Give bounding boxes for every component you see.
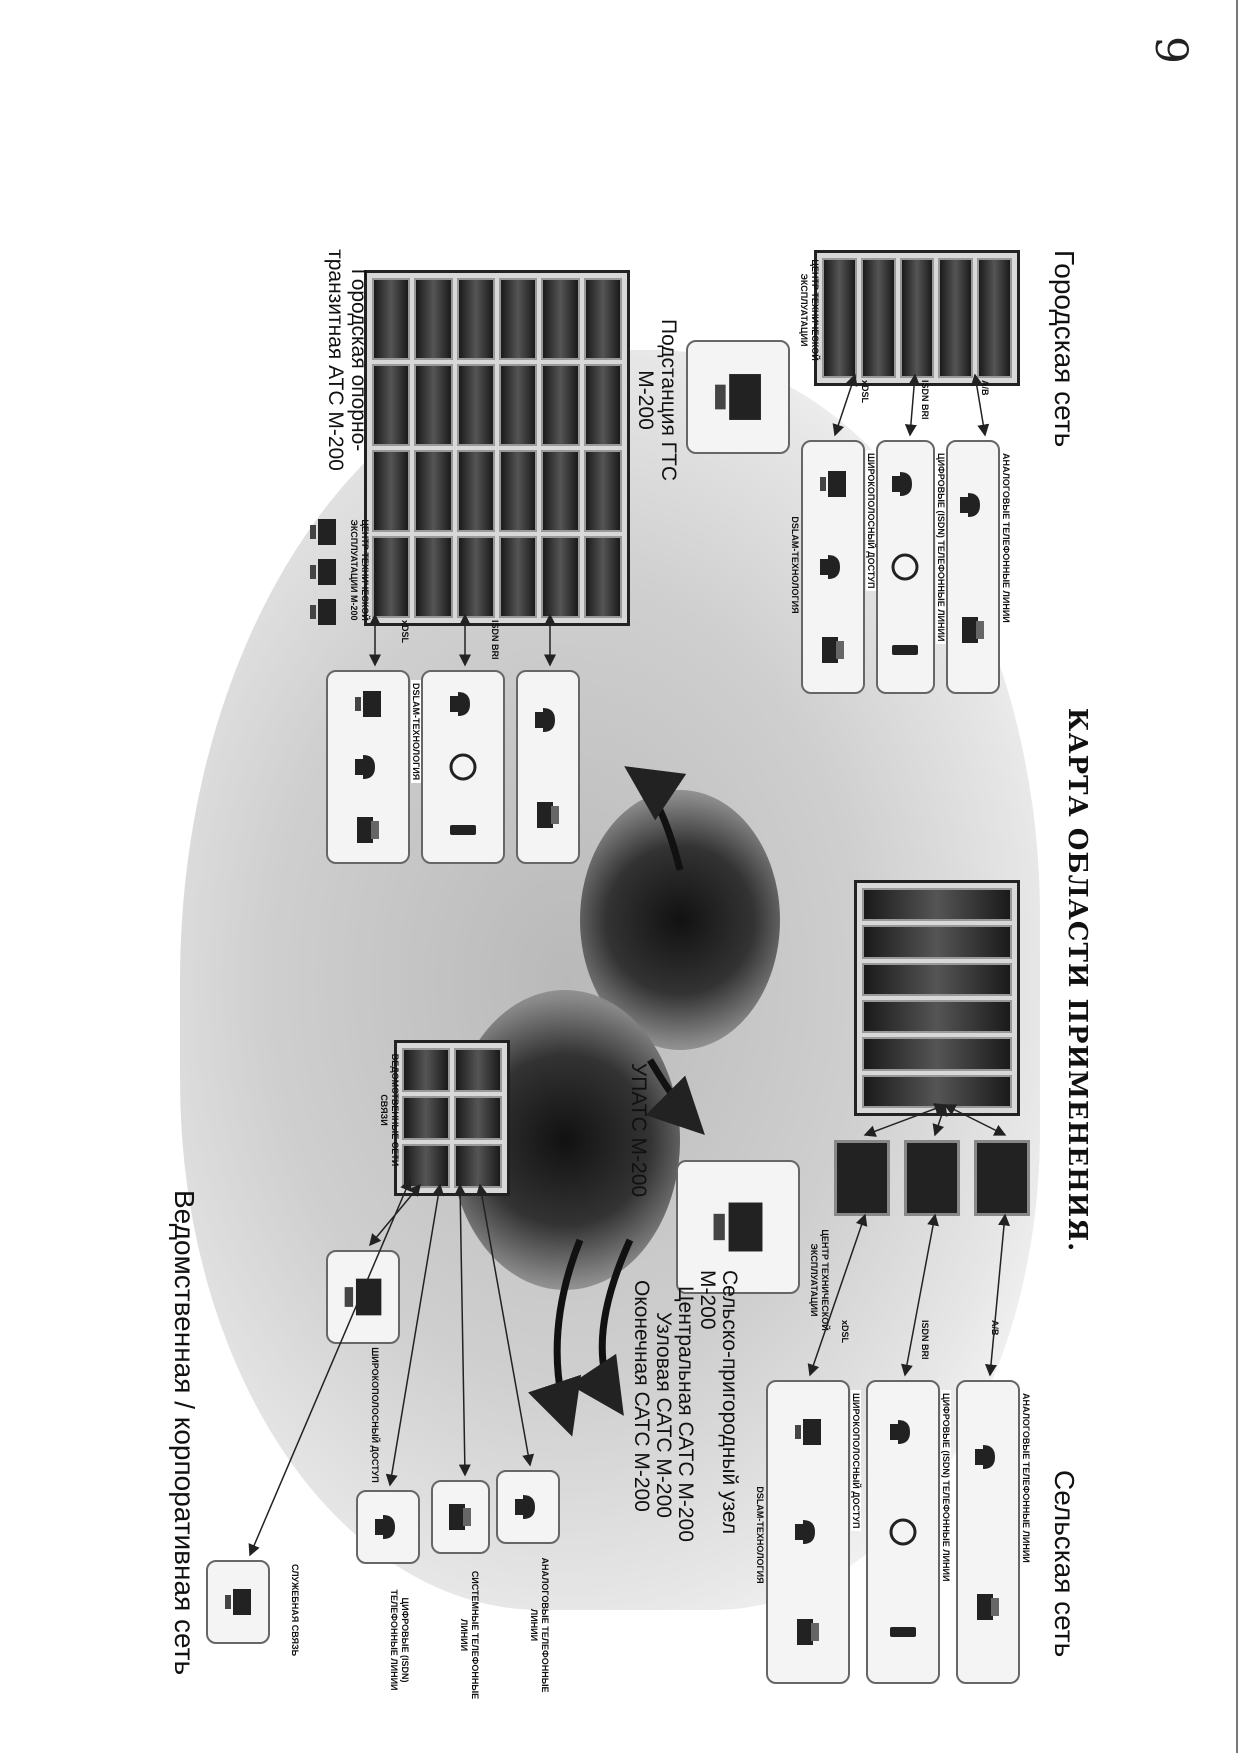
computer-icon <box>795 1419 821 1445</box>
city2-broadband-panel: DSLAM-ТЕХНОЛОГИЯ <box>326 670 421 864</box>
computer-icon <box>355 690 381 717</box>
fax-icon <box>357 817 379 844</box>
application-map-poster: КАРТА ОБЛАСТИ ПРИМЕНЕНИЯ. Городская сеть… <box>140 230 1100 1730</box>
city2-isdn-panel <box>421 670 505 864</box>
rural-ops-unit <box>676 1160 800 1294</box>
rural-broadband-panel: ШИРОКОПОЛОСНЫЙ ДОСТУП <box>766 1380 861 1684</box>
mobile-phone-icon <box>892 645 919 656</box>
phone-icon <box>535 707 555 732</box>
flow-arrow <box>645 1058 705 1135</box>
link-line <box>248 1178 412 1557</box>
fax-icon <box>822 637 844 664</box>
fax-icon <box>977 1594 999 1620</box>
link-line <box>904 373 921 437</box>
link-line <box>901 1213 939 1377</box>
phone-icon <box>515 1495 535 1519</box>
phone-icon <box>355 754 375 779</box>
corp-system-unit <box>431 1480 490 1554</box>
city-isdn-panel: ЦИФРОВЫЕ (ISDN) ТЕЛЕФОННЫЕ ЛИНИИ <box>876 440 946 694</box>
city-broadband-panel: ШИРОКОПОЛОСНЫЙ ДОСТУП <box>801 440 876 694</box>
fax-icon <box>449 1504 472 1530</box>
mobile-phone-icon <box>890 1627 916 1637</box>
fax-icon <box>537 801 559 828</box>
flow-arrow <box>569 1238 634 1416</box>
modem-icon <box>889 1518 917 1546</box>
computer-icon <box>715 374 761 420</box>
phone-icon <box>975 1445 995 1469</box>
mobile-phone-icon <box>450 825 476 836</box>
computer-icon <box>820 470 846 497</box>
phone-icon <box>795 1520 815 1544</box>
computer-icon <box>225 1589 251 1615</box>
computer-icon <box>310 559 336 585</box>
ops-workstations <box>306 515 340 645</box>
link-line <box>943 1104 1007 1136</box>
rural-isdn-panel: ЦИФРОВЫЕ (ISDN) ТЕЛЕФОННЫЕ ЛИНИИ <box>866 1380 951 1684</box>
modem-icon <box>449 753 477 781</box>
computer-icon <box>310 519 336 545</box>
link-line <box>985 1213 1010 1377</box>
link-line <box>475 1183 535 1467</box>
fax-icon <box>962 616 984 643</box>
phone-icon <box>892 471 913 496</box>
link-line <box>807 1213 868 1377</box>
corp-service-unit <box>206 1560 270 1644</box>
flow-arrow <box>624 766 687 871</box>
substation-unit <box>686 340 790 454</box>
computer-icon <box>713 1202 763 1252</box>
city-analog-panel: АНАЛОГОВЫЕ ТЕЛЕФОННЫЕ ЛИНИИ <box>946 440 1011 694</box>
city2-analog-panel <box>516 670 580 864</box>
phone-icon <box>890 1420 910 1444</box>
fax-icon <box>797 1619 819 1645</box>
flow-arrow <box>527 1238 584 1437</box>
page-edge-line <box>1236 0 1238 1753</box>
phone-icon <box>960 492 980 517</box>
link-line <box>385 1183 445 1487</box>
link-line <box>970 373 990 437</box>
computer-icon <box>310 599 336 625</box>
connection-arrows <box>248 373 1010 1557</box>
link-line <box>932 1103 948 1137</box>
link-line <box>454 1183 471 1477</box>
link-line <box>863 1103 947 1137</box>
link-line <box>832 373 858 437</box>
rural-analog-panel: АНАЛОГОВЫЕ ТЕЛЕФОННЫЕ ЛИНИИ <box>956 1380 1031 1684</box>
modem-icon <box>892 553 919 581</box>
phone-icon <box>450 691 470 716</box>
corp-analog-unit <box>496 1470 560 1544</box>
phone-icon <box>820 554 840 579</box>
page-number: 9 <box>1145 36 1196 64</box>
